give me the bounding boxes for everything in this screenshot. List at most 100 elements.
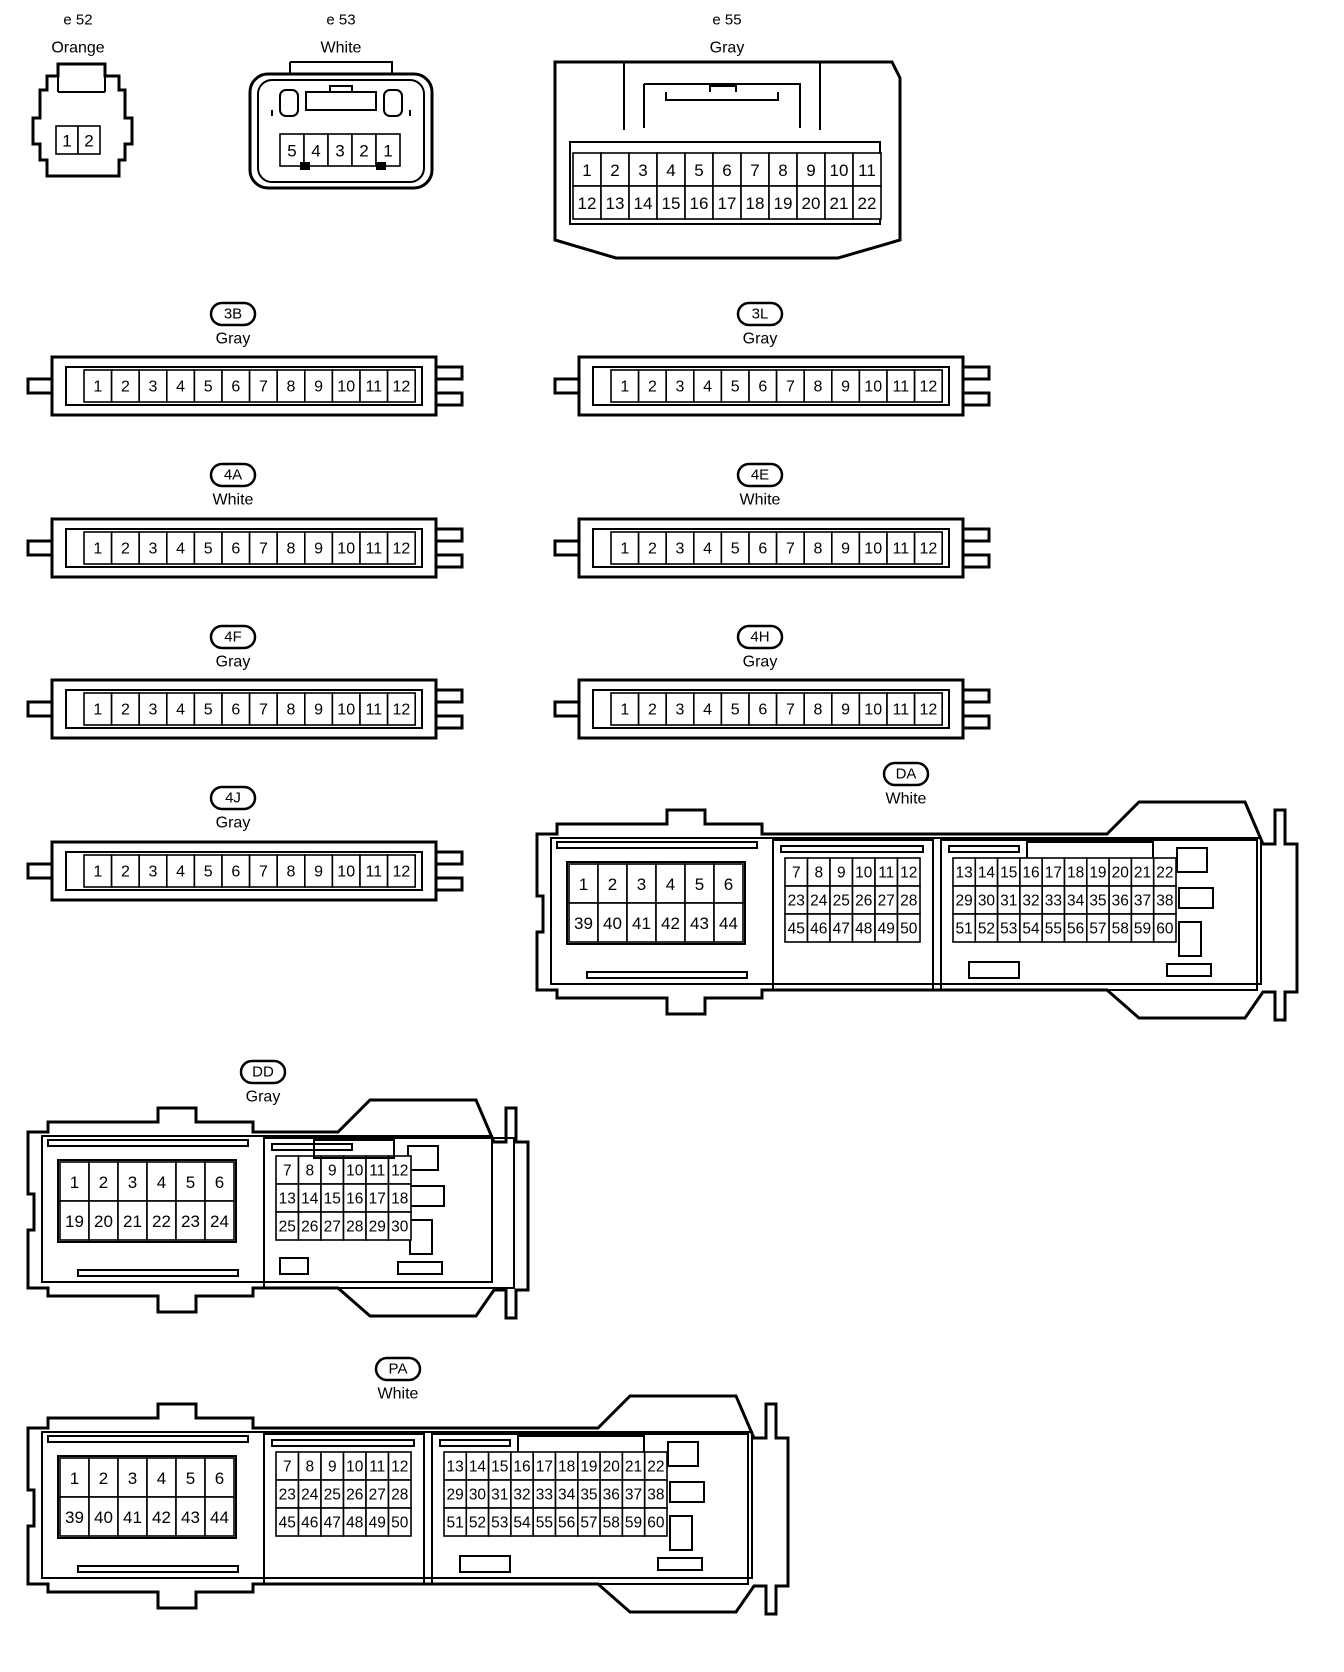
pin-number: 2 [359,142,368,161]
pin-number: 8 [778,161,787,180]
pin-cell [386,692,417,726]
pin-number: 46 [810,921,827,938]
pin-number: 47 [324,1515,341,1532]
pin-cell [1152,913,1177,943]
connector-color-label: Gray [710,40,745,57]
pin-number: 20 [802,194,821,213]
pin-number: 1 [93,702,102,719]
connector-color-label: Gray [743,331,778,348]
pin-number: 9 [314,702,323,719]
pin-number: 1 [70,1469,79,1488]
pin-number: 9 [314,864,323,881]
pin-number: 1 [620,702,629,719]
pin-cell [88,1200,119,1241]
pin-cell [59,1161,90,1202]
pin-number: 36 [1112,893,1129,910]
connector-code: e 52 [63,12,92,29]
connector-code: 3L [752,306,769,323]
pin-number: 49 [369,1515,386,1532]
pin-cell [896,913,921,943]
pin-number: 15 [662,194,681,213]
pin-number: 40 [603,914,622,933]
pin-number: 6 [215,1469,224,1488]
pin-number: 58 [603,1515,620,1532]
pin-number: 2 [121,541,130,558]
pin-number: 19 [65,1212,84,1231]
pin-number: 8 [814,702,823,719]
pin-cell [572,152,602,187]
pin-number: 11 [365,864,382,881]
connector-code-badge [736,301,784,327]
connector-code: 4H [750,629,769,646]
pin-number: 12 [393,541,411,558]
pin-number: 12 [578,194,597,213]
connector-code-badge [736,624,784,650]
pin-number: 2 [648,702,657,719]
pin-number: 13 [606,194,625,213]
pin-cell [375,133,401,167]
pin-cell [830,531,861,565]
pin-number: 3 [149,864,158,881]
pin-number: 41 [123,1508,142,1527]
connector-code: e 55 [712,12,741,29]
pin-number: 12 [393,702,411,719]
pin-number: 25 [833,893,850,910]
pin-number: 1 [620,379,629,396]
pin-number: 3 [637,875,646,894]
pin-number: 5 [204,379,213,396]
pin-number: 4 [157,1173,166,1192]
pin-number: 14 [301,1191,319,1208]
pin-number: 60 [647,1515,665,1532]
pin-number: 59 [1134,921,1151,938]
pin-number: 27 [369,1487,386,1504]
pin-number: 11 [892,541,909,558]
pin-cell [175,1200,206,1241]
pin-cell [796,185,826,220]
pin-number: 43 [690,914,709,933]
pin-number: 56 [1067,921,1084,938]
pin-cell [276,854,306,888]
pin-number: 50 [900,921,918,938]
pin-cell [684,902,715,943]
pin-number: 5 [731,379,740,396]
pin-number: 14 [469,1459,487,1476]
pin-number: 45 [788,921,805,938]
pin-number: 24 [210,1212,229,1231]
pin-number: 19 [580,1459,597,1476]
pin-cell [193,369,223,403]
pin-number: 52 [978,921,995,938]
pin-cell [796,152,826,187]
pin-number: 26 [346,1487,363,1504]
pin-cell [637,369,667,403]
pin-cell [221,692,251,726]
pin-cell [656,185,686,220]
pin-number: 18 [391,1191,408,1208]
pin-cell [568,902,599,943]
pin-cell [303,854,334,888]
pin-number: 10 [337,702,355,719]
pin-cell [572,185,602,220]
pin-number: 35 [1089,893,1106,910]
pin-number: 33 [536,1487,553,1504]
pin-number: 57 [580,1515,597,1532]
pin-number: 21 [123,1212,142,1231]
connector-color-label: White [213,492,254,509]
connector-code: 3B [224,306,242,323]
pin-number: 12 [920,541,938,558]
pin-number: 19 [1089,865,1106,882]
pin-number: 8 [287,541,296,558]
pin-cell [387,1507,412,1537]
pin-cell [775,369,805,403]
pin-number: 4 [703,702,712,719]
pin-number: 39 [65,1508,84,1527]
pin-number: 19 [774,194,793,213]
pin-cell [386,854,417,888]
pin-number: 18 [558,1459,575,1476]
